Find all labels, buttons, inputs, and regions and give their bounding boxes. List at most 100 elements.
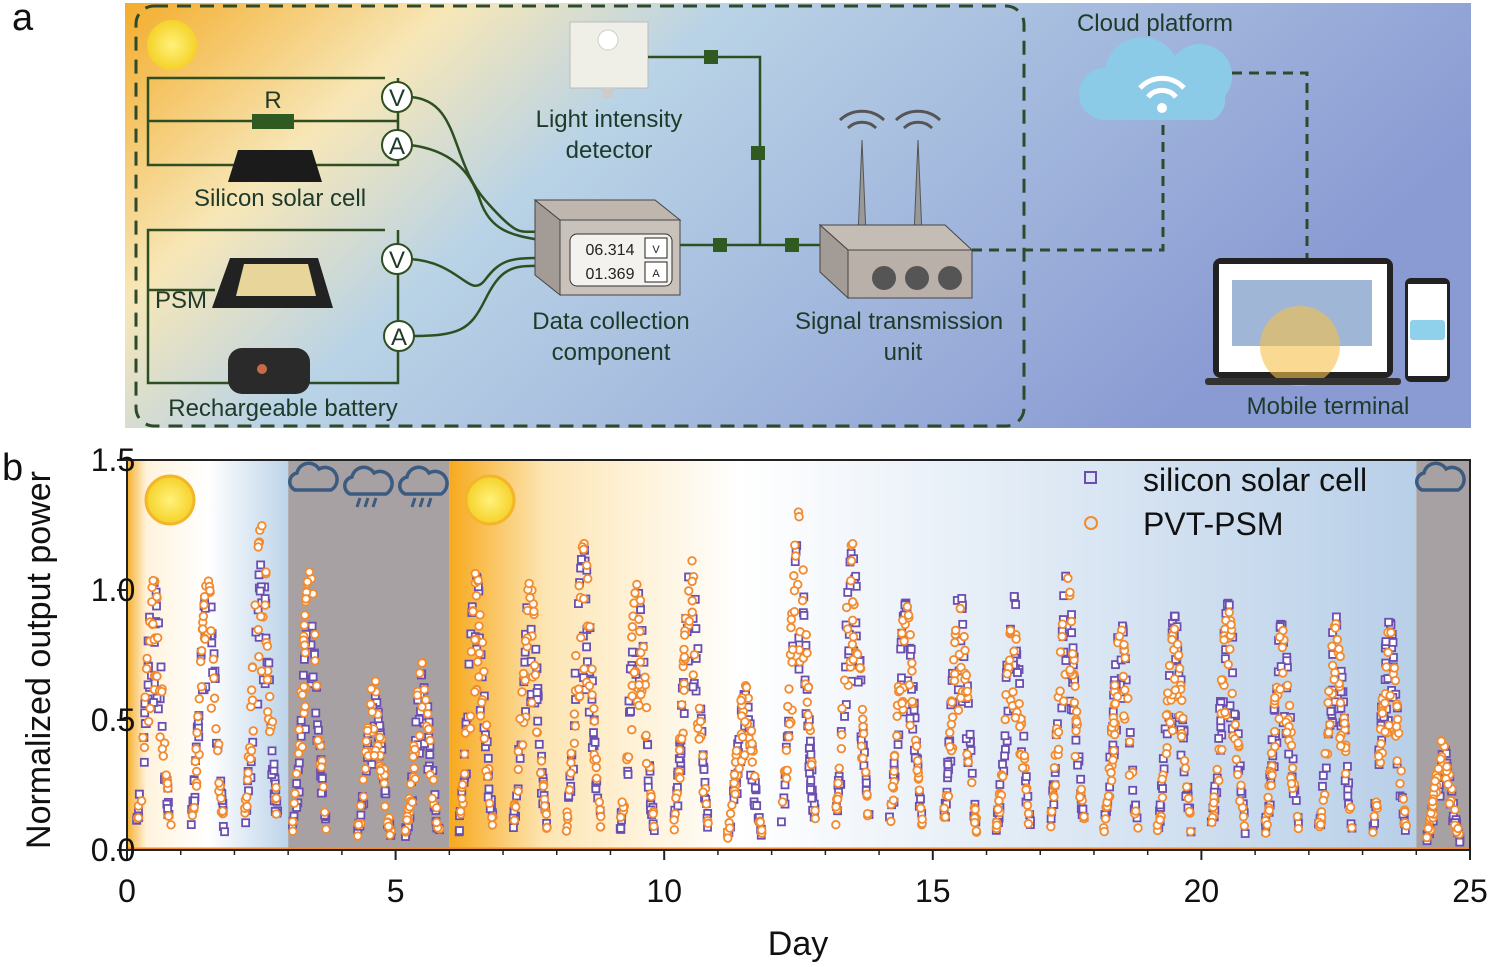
pvt-psm-point [541,809,552,819]
silicon-point [298,670,308,680]
pvt-psm-point [141,663,152,674]
pvt-psm-point [1161,710,1172,720]
pvt-psm-point [1109,718,1119,728]
pvt-psm-point [687,576,697,587]
pvt-psm-point [509,815,520,826]
pvt-psm-point [912,756,923,766]
pvt-psm-point [294,724,304,735]
pvt-psm-point [1270,726,1280,737]
pvt-psm-point [1223,659,1233,670]
pvt-psm-point [1270,693,1280,703]
x-axis-label: Day [768,925,828,963]
pvt-psm-point [566,768,576,778]
pvt-psm-point [862,808,873,819]
sun-icon [147,20,197,70]
pvt-psm-point [193,711,203,722]
pvt-psm-point [362,725,373,736]
pvt-psm-point [191,766,202,777]
pvt-psm-point [1114,631,1125,641]
pvt-psm-point [243,768,253,778]
silicon-point [750,783,760,793]
silicon-point [801,640,811,650]
silicon-point [533,716,543,726]
silicon-point [1061,656,1071,665]
pvt-psm-point [417,702,427,712]
pvt-psm-point [798,565,808,575]
pvt-psm-point [423,709,433,719]
rain-drops-icon [355,497,378,508]
silicon-point [627,647,637,657]
pvt-psm-point [474,648,485,658]
pvt-psm-point [287,817,298,827]
pvt-psm-point [1233,769,1243,780]
pvt-psm-point [217,806,228,816]
pvt-psm-point [248,726,258,736]
voltmeter-label: V [389,85,405,112]
pvt-psm-point [1207,817,1217,828]
pvt-psm-point [905,630,915,640]
pvt-psm-point [1436,736,1446,746]
pvt-psm-point [916,803,926,813]
pvt-psm-point [1170,685,1181,695]
circuit-silicon [146,76,541,385]
silicon-point [893,740,903,749]
pvt-psm-point [369,750,380,761]
silicon-solar-cell-image [228,150,322,182]
pvt-psm-point [787,657,797,667]
pvt-psm-point [587,690,597,700]
pvt-psm-point [262,674,273,685]
pvt-psm-point [904,680,915,690]
silicon-point [455,826,464,835]
pvt-psm-point [1330,623,1341,633]
pvt-psm-point [475,610,485,620]
pvt-psm-point [321,824,331,835]
pvt-psm-point [630,588,640,598]
pvt-psm-point [431,803,442,813]
pvt-psm-point [617,797,627,807]
pvt-psm-point [674,745,685,755]
pvt-psm-point [482,771,493,782]
silicon-point [861,778,871,788]
silicon-point [484,784,494,794]
pvt-psm-point [152,671,162,681]
wireless-link [972,71,1309,262]
cloud-icon [288,461,339,492]
pvt-psm-point [802,697,812,707]
ammeter-label: A [389,133,405,160]
pvt-psm-point [627,632,637,642]
pvt-psm-point [1108,755,1118,765]
pvt-psm-point [1396,766,1406,776]
pvt-psm-point [903,610,914,620]
pvt-psm-point [635,626,645,637]
pvt-psm-point [515,714,525,724]
silicon-point [163,804,173,813]
pvt-psm-point [848,632,859,642]
pvt-psm-point [641,730,651,740]
pvt-psm-point [163,811,174,821]
pvt-psm-point [786,622,796,633]
pvt-psm-point [380,801,390,812]
pvt-psm-point [582,560,592,570]
pvt-psm-point [679,685,689,695]
pvt-psm-point [1163,688,1173,698]
silicon-point [1019,731,1029,741]
silicon-point [317,774,327,783]
pvt-psm-point [591,754,602,764]
pvt-psm-point [892,711,902,721]
pvt-psm-point [858,714,868,724]
pvt-psm-point [431,817,442,828]
silicon-point [794,664,804,674]
pvt-psm-point [747,757,757,767]
pvt-psm-point [675,773,685,783]
pvt-psm-point [142,653,152,664]
pvt-psm-point [627,725,637,735]
pvt-psm-point [635,595,646,606]
pvt-psm-point [1380,698,1390,708]
pvt-psm-point [474,672,484,682]
pvt-psm-point [862,789,872,800]
pvt-psm-point [1183,793,1194,804]
pvt-psm-point [511,802,521,812]
pvt-psm-point [887,781,898,792]
silicon-point [411,717,421,727]
pvt-psm-point [302,577,313,587]
